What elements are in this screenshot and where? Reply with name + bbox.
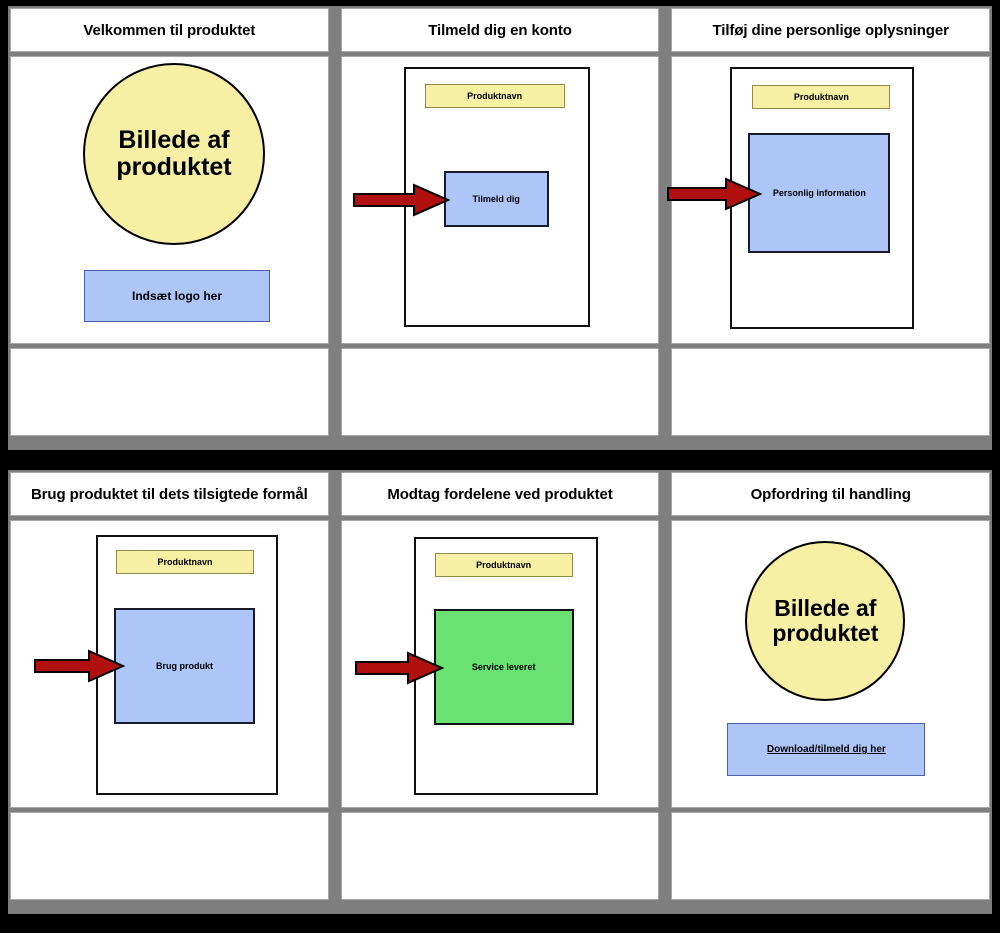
- panel-3-action-box[interactable]: Personlig information: [748, 133, 891, 253]
- panel-1-canvas: Billede af produktet Indsæt logo her: [11, 57, 328, 343]
- panel-5-canvas: Produktnavn Service leveret: [342, 521, 659, 807]
- right-arrow-icon: [352, 183, 451, 217]
- panel-6-product-image-label: Billede af produktet: [772, 595, 879, 646]
- panel-6-caption-cell[interactable]: [671, 812, 991, 900]
- panel-5-action-box[interactable]: Service leveret: [433, 609, 574, 725]
- panel-4-caption: [11, 813, 328, 899]
- panel-3-caption-cell[interactable]: [671, 348, 991, 436]
- panel-3-title: Tilføj dine personlige oplysninger: [712, 21, 949, 39]
- title-row-top: Velkommen til produktet Tilmeld dig en k…: [10, 8, 991, 52]
- panel-6-title-cell[interactable]: Opfordring til handling: [671, 472, 991, 516]
- panel-2-title-cell[interactable]: Tilmeld dig en konto: [340, 8, 660, 52]
- panel-5-canvas-cell[interactable]: Produktnavn Service leveret: [340, 520, 660, 808]
- panel-5-product-name-box[interactable]: Produktnavn: [434, 553, 573, 577]
- panel-2-action-box[interactable]: Tilmeld dig: [443, 171, 549, 227]
- canvas-row-bottom: Produktnavn Brug produkt: [10, 520, 991, 808]
- panel-1-title-cell[interactable]: Velkommen til produktet: [10, 8, 329, 52]
- storyboard-block-top: Velkommen til produktet Tilmeld dig en k…: [8, 6, 992, 450]
- panel-4-product-name-box[interactable]: Produktnavn: [116, 550, 254, 574]
- panel-5-caption: [342, 813, 659, 899]
- panel-6-cta-label: Download/tilmeld dig her: [766, 744, 886, 755]
- panel-4-action-label: Brug produkt: [156, 661, 213, 671]
- panel-4-arrow: [33, 649, 126, 683]
- panel-6-caption: [672, 813, 989, 899]
- right-arrow-icon: [354, 651, 445, 685]
- panel-2-canvas-cell[interactable]: Produktnavn Tilmeld dig: [340, 56, 660, 344]
- panel-1-title: Velkommen til produktet: [83, 21, 256, 39]
- panel-3-action-label: Personlig information: [772, 188, 866, 198]
- panel-4-action-box[interactable]: Brug produkt: [114, 608, 255, 724]
- panel-1-caption-cell[interactable]: [10, 348, 329, 436]
- right-arrow-icon: [667, 177, 763, 211]
- panel-5-title: Modtag fordelene ved produktet: [387, 485, 613, 503]
- panel-5-action-label: Service leveret: [471, 662, 536, 672]
- panel-3-arrow: [666, 177, 763, 211]
- panel-2-arrow: [352, 183, 451, 217]
- panel-6-product-image-circle[interactable]: Billede af produktet: [745, 541, 906, 701]
- panel-2-product-name-box[interactable]: Produktnavn: [424, 84, 565, 108]
- panel-6-cta-box[interactable]: Download/tilmeld dig her: [727, 723, 926, 776]
- panel-2-caption: [342, 349, 659, 435]
- panel-1-canvas-cell[interactable]: Billede af produktet Indsæt logo her: [10, 56, 329, 344]
- panel-6-canvas: Billede af produktet Download/tilmeld di…: [672, 521, 989, 807]
- panel-6-title: Opfordring til handling: [750, 485, 911, 503]
- panel-4-canvas-cell[interactable]: Produktnavn Brug produkt: [10, 520, 329, 808]
- panel-5-caption-cell[interactable]: [340, 812, 660, 900]
- panel-1-logo-box[interactable]: Indsæt logo her: [84, 270, 270, 322]
- panel-3-caption: [672, 349, 989, 435]
- panel-2-caption-cell[interactable]: [340, 348, 660, 436]
- panel-4-caption-cell[interactable]: [10, 812, 329, 900]
- right-arrow-icon: [34, 649, 126, 683]
- panel-1-product-image-circle[interactable]: Billede af produktet: [83, 63, 265, 245]
- panel-2-title: Tilmeld dig en konto: [428, 21, 572, 39]
- panel-2-canvas: Produktnavn Tilmeld dig: [342, 57, 659, 343]
- caption-row-bottom: [10, 812, 991, 900]
- panel-5-arrow: [354, 651, 445, 685]
- panel-3-canvas-cell[interactable]: Produktnavn Personlig information: [667, 56, 991, 344]
- panel-3-product-name-box[interactable]: Produktnavn: [752, 85, 891, 109]
- panel-3-product-name-label: Produktnavn: [793, 92, 849, 102]
- panel-5-product-name-label: Produktnavn: [476, 560, 532, 570]
- panel-4-title: Brug produktet til dets tilsigtede formå…: [30, 485, 308, 503]
- panel-4-canvas: Produktnavn Brug produkt: [11, 521, 328, 807]
- panel-5-title-cell[interactable]: Modtag fordelene ved produktet: [340, 472, 660, 516]
- panel-1-logo-label: Indsæt logo her: [132, 289, 222, 303]
- panel-6-canvas-cell[interactable]: Billede af produktet Download/tilmeld di…: [671, 520, 991, 808]
- panel-1-caption: [11, 349, 328, 435]
- panel-4-title-cell[interactable]: Brug produktet til dets tilsigtede formå…: [10, 472, 329, 516]
- panel-3-canvas: Produktnavn Personlig information: [667, 57, 989, 343]
- panel-4-product-name-label: Produktnavn: [157, 557, 213, 567]
- panel-2-product-name-label: Produktnavn: [467, 91, 523, 101]
- panel-2-action-label: Tilmeld dig: [472, 194, 520, 204]
- caption-row-top: [10, 348, 991, 436]
- canvas-row-top: Billede af produktet Indsæt logo her Pro…: [10, 56, 991, 344]
- title-row-bottom: Brug produktet til dets tilsigtede formå…: [10, 472, 991, 516]
- panel-1-product-image-label: Billede af produktet: [116, 126, 232, 181]
- storyboard-block-bottom: Brug produktet til dets tilsigtede formå…: [8, 470, 992, 914]
- panel-3-title-cell[interactable]: Tilføj dine personlige oplysninger: [671, 8, 991, 52]
